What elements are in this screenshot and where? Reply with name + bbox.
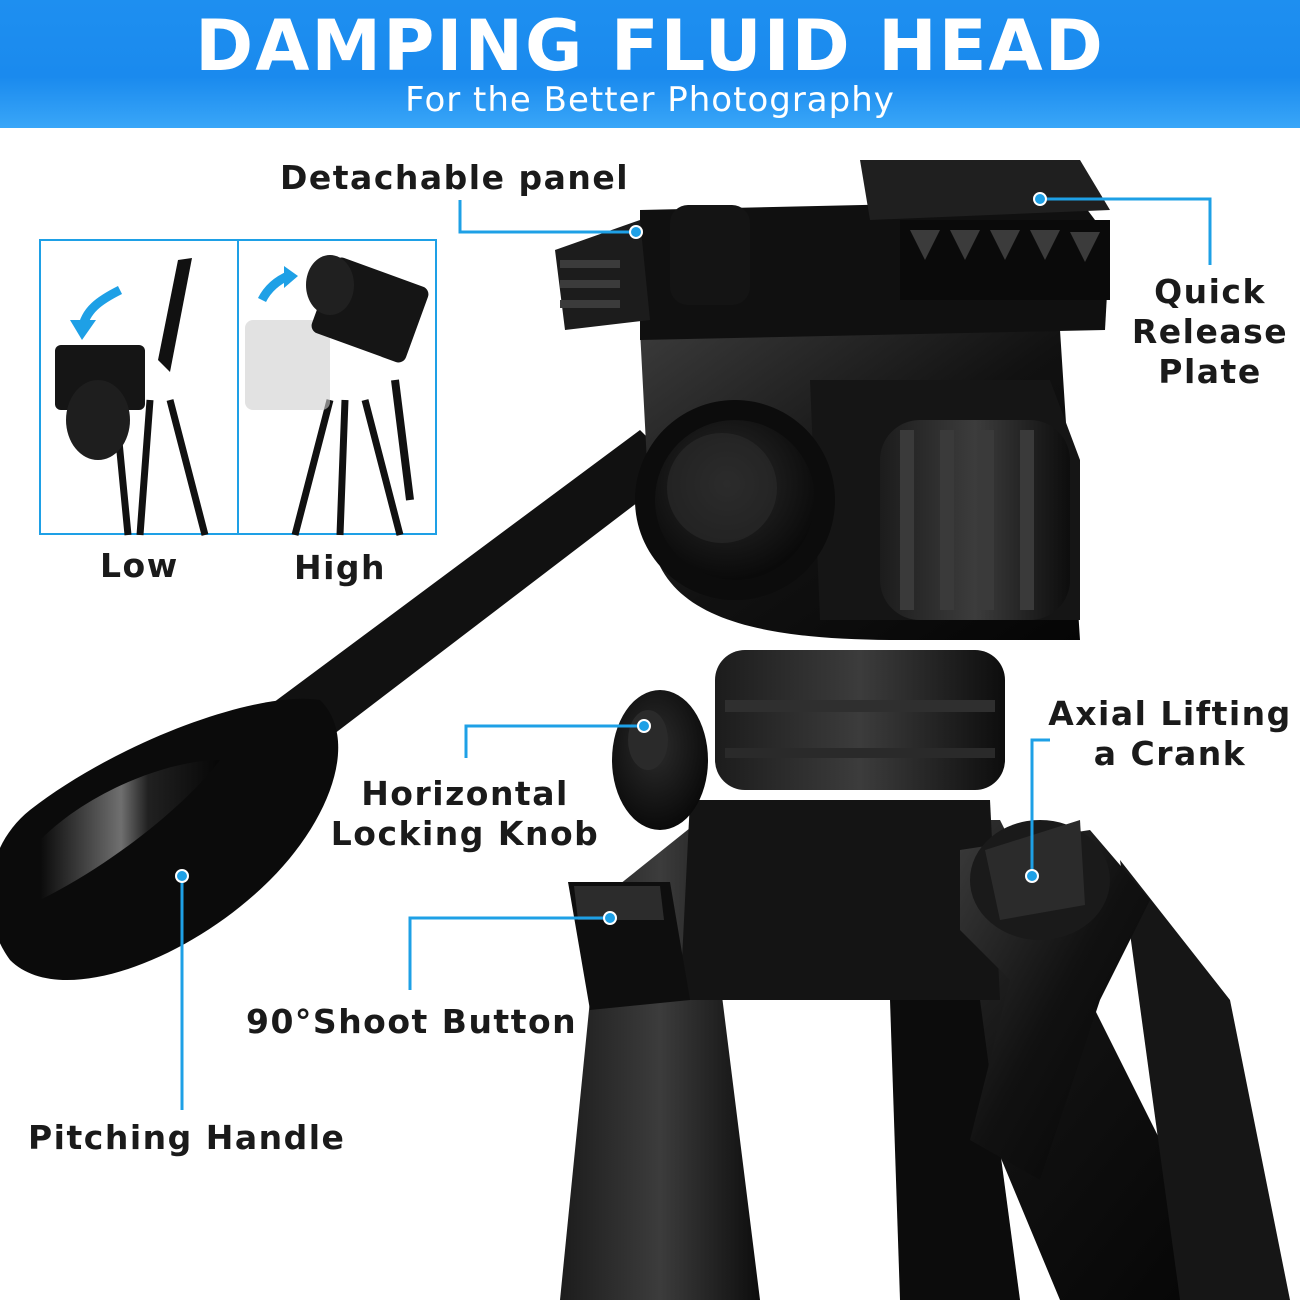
callout-dots [175,192,1047,925]
callout-shoot-button: 90°Shoot Button [246,1002,578,1041]
center-hub [680,650,1005,1000]
callout-quick-release-line-2: Release [1131,312,1289,351]
callout-horizontal-line-1: Horizontal [361,774,569,813]
callout-horizontal-line-2: Locking Knob [330,814,600,853]
callout-quick-release-line-1: Quick [1154,272,1266,311]
callout-axial-line-2: a Crank [1093,734,1247,773]
callout-detachable-panel: Detachable panel [280,158,630,197]
plate-grip-ridges [910,230,1100,262]
callout-pitching-handle: Pitching Handle [28,1118,346,1157]
quick-release-plate-shape [555,160,1110,340]
header-banner: DAMPING FLUID HEAD For the Better Photog… [0,0,1300,128]
shoot-button-shape [568,882,690,1010]
pitching-handle-shape [0,430,680,981]
callout-axial-lifting-crank: Axial Lifting a Crank [1048,694,1292,774]
inset-high-label: High [294,548,387,587]
callout-horizontal-locking-knob: Horizontal Locking Knob [330,774,600,854]
page-subtitle: For the Better Photography [405,80,895,120]
callout-lines [180,197,1212,1110]
inset-low-label: Low [100,546,179,585]
inset-high-photo [237,239,437,536]
callout-axial-line-1: Axial Lifting [1048,694,1292,733]
page-title: DAMPING FLUID HEAD [195,5,1105,87]
fluid-head-body [635,330,1080,640]
callout-quick-release-line-3: Plate [1158,352,1262,391]
inset-low-photo [39,239,239,536]
horizontal-locking-knob-shape [612,690,708,830]
callout-quick-release-plate: Quick Release Plate [1130,272,1290,392]
